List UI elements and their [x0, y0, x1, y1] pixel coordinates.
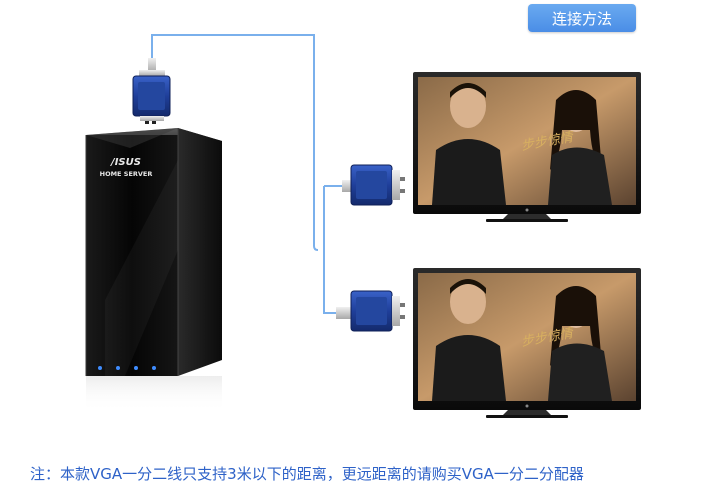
vga-connector-server: [132, 58, 171, 124]
vga-connector-monitor-bottom: [336, 290, 405, 332]
connection-method-label: 连接方法: [551, 9, 612, 28]
server-model-label: HOME SERVER: [100, 170, 153, 178]
vga-cable: [151, 34, 345, 314]
home-server-tower: /ISUS HOME SERVER: [85, 128, 222, 412]
monitor-top: 步步惊情: [413, 72, 641, 222]
monitor-bottom: 步步惊情: [413, 268, 641, 418]
distance-note: 注：本款VGA一分二线只支持3米以下的距离，更远距离的请购买VGA一分二分配器: [30, 465, 584, 483]
vga-connector-monitor-top: [342, 164, 405, 206]
server-logo: /ISUS: [110, 157, 141, 168]
drive-indicator-lights: [98, 366, 156, 370]
connection-method-button[interactable]: 连接方法: [528, 4, 636, 32]
